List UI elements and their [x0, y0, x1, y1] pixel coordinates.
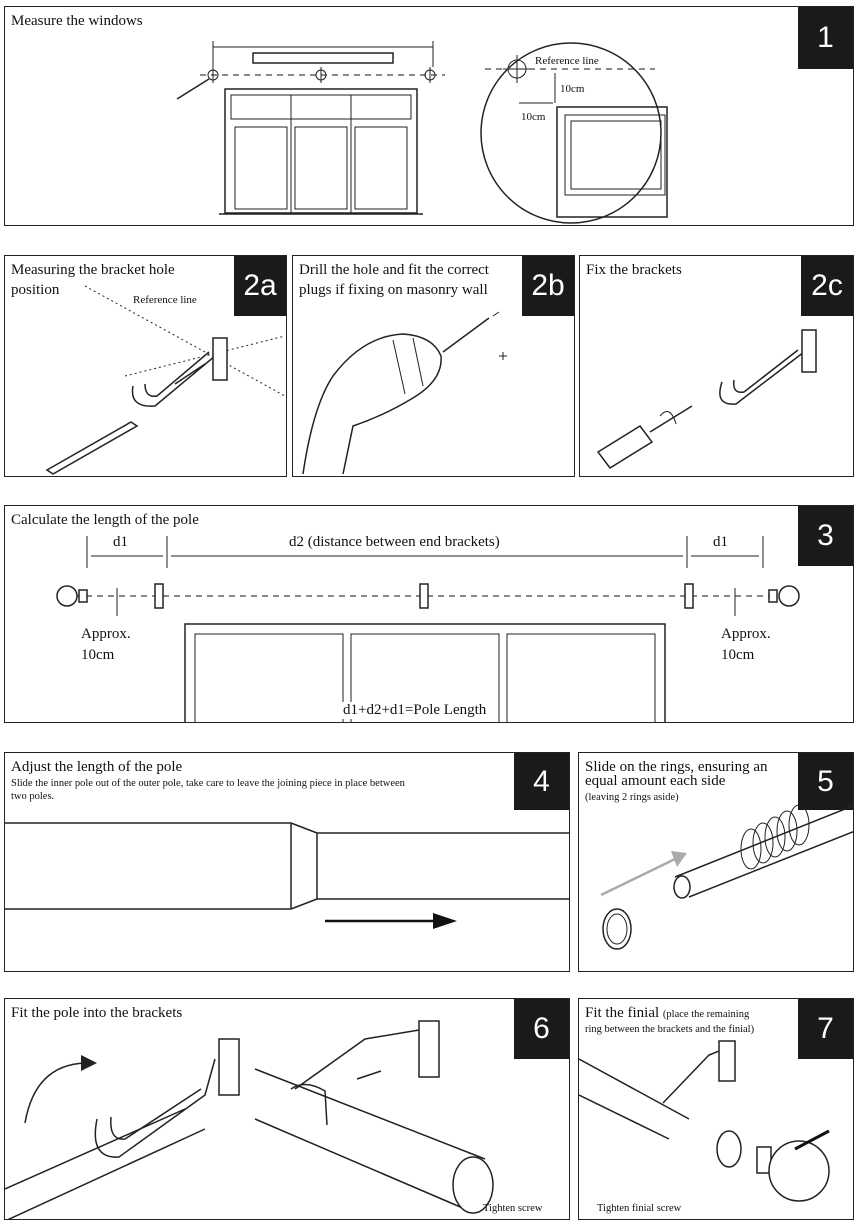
d1-left-label: d1	[113, 534, 128, 550]
drill-illustration	[302, 311, 507, 475]
step-2c-badge: 2c	[801, 256, 853, 316]
dim-vertical-label: 10cm	[560, 83, 585, 95]
step-3-panel: Calculate the length of the pole 3 d1 d2…	[4, 505, 854, 723]
ref-line-label: Reference line	[535, 55, 599, 67]
step-2a-title: Measuring the bracket hole position	[11, 262, 175, 298]
fit-pole-illustration	[5, 1020, 494, 1219]
step-1-panel: Measure the windows 1 Referenc	[4, 6, 854, 226]
step-4-badge: 4	[514, 753, 569, 810]
step-6-badge: 6	[514, 999, 569, 1059]
step-1-title: Measure the windows	[11, 13, 143, 29]
dim-horizontal-label: 10cm	[521, 111, 546, 123]
d1-right-label: d1	[713, 534, 728, 550]
step-6-title: Fit the pole into the brackets	[11, 1005, 183, 1021]
d2-label: d2 (distance between end brackets)	[289, 534, 500, 550]
step-2a-panel: Measuring the bracket hole position 2a R…	[4, 255, 287, 477]
screwdriver-bracket-illustration	[596, 329, 817, 469]
pole-extension-illustration	[5, 822, 569, 929]
step-7-caption: Tighten finial screw	[597, 1203, 682, 1214]
step-2a-badge: 2a	[234, 256, 286, 316]
step-5-panel: Slide on the rings, ensuring an equal am…	[578, 752, 854, 972]
pole-length-diagram	[56, 536, 800, 722]
rings-illustration	[600, 804, 853, 950]
step-1-badge: 1	[798, 7, 853, 69]
step-3-badge: 3	[798, 506, 853, 566]
ref-line-label-2a: Reference line	[133, 294, 197, 306]
step-2b-panel: Drill the hole and fit the correct plugs…	[292, 255, 575, 477]
window-measure-illustration	[176, 41, 668, 224]
step-6-panel: Fit the pole into the brackets 6 Tighten…	[4, 998, 570, 1220]
bracket-marking-illustration	[45, 285, 286, 475]
step-2c-title: Fix the brackets	[586, 262, 682, 278]
step-5-title: Slide on the rings, ensuring an equal am…	[585, 759, 768, 803]
approx-left-label: Approx. 10cm	[81, 626, 131, 663]
step-6-caption: Tighten screw	[483, 1203, 543, 1214]
step-5-badge: 5	[798, 753, 853, 810]
step-4-title: Adjust the length of the pole Slide the …	[11, 759, 405, 802]
step-3-title: Calculate the length of the pole	[11, 512, 199, 528]
step-7-badge: 7	[798, 999, 853, 1059]
step-2b-badge: 2b	[522, 256, 574, 316]
fit-finial-illustration	[579, 1040, 830, 1202]
step-4-panel: Adjust the length of the pole Slide the …	[4, 752, 570, 972]
step-2c-panel: Fix the brackets 2c	[579, 255, 854, 477]
approx-right-label: Approx. 10cm	[721, 626, 771, 663]
step-2b-title: Drill the hole and fit the correct plugs…	[299, 262, 489, 298]
step-7-panel: Fit the finial (place the remaining ring…	[578, 998, 854, 1220]
pole-length-formula: d1+d2+d1=Pole Length	[339, 702, 491, 719]
step-7-title: Fit the finial (place the remaining ring…	[585, 1005, 755, 1035]
